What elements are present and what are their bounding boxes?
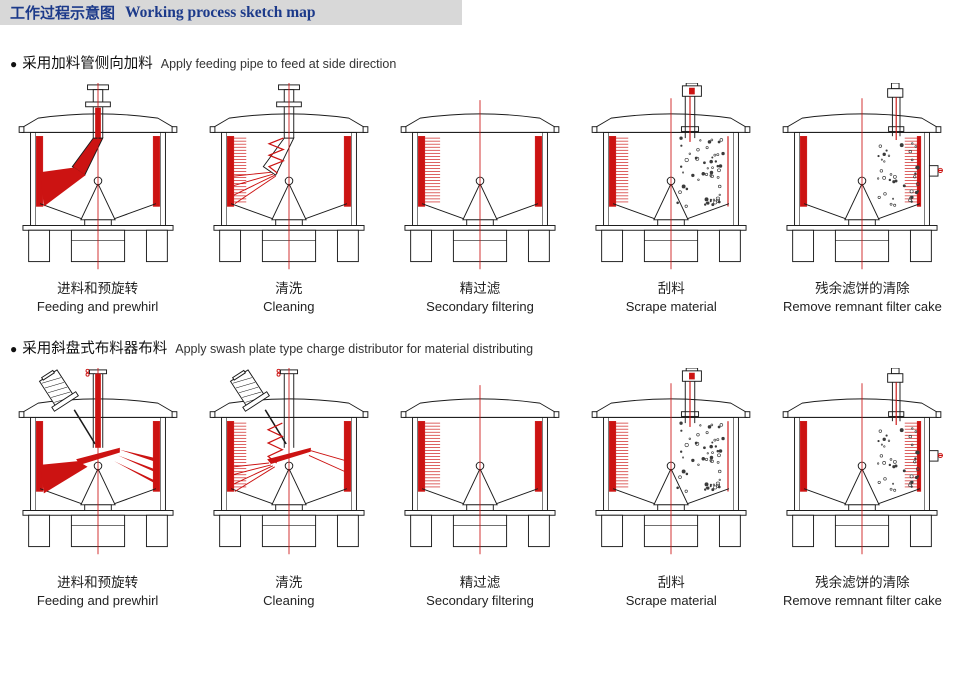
centrifuge-diagram-filtering — [399, 83, 561, 273]
caption-en: Scrape material — [625, 298, 717, 314]
section-side-feeding: ● 采用加料管侧向加料 Apply feeding pipe to feed a… — [0, 52, 960, 315]
centrifuge-diagram-remnant — [781, 82, 944, 273]
section-heading-en: Apply feeding pipe to feed at side direc… — [160, 57, 397, 71]
process-step-feeding-prewhirl: 进料和预旋转 Feeding and prewhirl — [2, 368, 193, 609]
caption-en: Feeding and prewhirl — [36, 298, 159, 314]
caption-en: Cleaning — [263, 593, 315, 608]
step-caption: 清洗 Cleaning — [193, 575, 384, 609]
centrifuge-diagram-filtering — [399, 368, 561, 558]
bullet-icon: ● — [10, 57, 18, 71]
step-caption: 残余滤饼的清除 Remove remnant filter cake — [767, 575, 958, 609]
bullet-icon: ● — [10, 342, 18, 357]
caption-zh: 精过滤 — [459, 575, 501, 591]
caption-zh: 刮料 — [657, 281, 685, 296]
step-caption: 清洗 Cleaning — [193, 281, 384, 315]
process-step-secondary-filtering: 精过滤 Secondary filtering — [384, 83, 575, 315]
process-step-remove-remnant: 残余滤饼的清除 Remove remnant filter cake — [767, 367, 958, 609]
step-caption: 精过滤 Secondary filtering — [384, 281, 575, 315]
step-caption: 进料和预旋转 Feeding and prewhirl — [2, 575, 193, 609]
caption-en: Secondary filtering — [426, 593, 534, 608]
centrifuge-diagram-feeding-side — [17, 83, 179, 273]
process-step-remove-remnant: 残余滤饼的清除 Remove remnant filter cake — [767, 82, 958, 315]
title-bar: 工作过程示意图 Working process sketch map — [0, 0, 462, 25]
centrifuge-diagram-remnant — [781, 367, 944, 558]
centrifuge-diagram-feeding-swash — [17, 368, 179, 558]
caption-zh: 进料和预旋转 — [57, 575, 139, 591]
caption-zh: 清洗 — [275, 575, 303, 591]
page-title-en: Working process sketch map — [125, 3, 316, 21]
centrifuge-diagram-scrape — [590, 367, 752, 558]
step-caption: 刮料 Scrape material — [576, 575, 767, 609]
caption-zh: 进料和预旋转 — [57, 281, 139, 296]
section-heading: ● 采用加料管侧向加料 Apply feeding pipe to feed a… — [10, 52, 960, 73]
process-row-swash: 进料和预旋转 Feeding and prewhirl 清洗 Cleaning … — [0, 367, 960, 609]
caption-zh: 精过滤 — [459, 281, 501, 296]
step-caption: 进料和预旋转 Feeding and prewhirl — [2, 281, 193, 315]
caption-zh: 清洗 — [275, 281, 303, 296]
step-caption: 刮料 Scrape material — [576, 281, 767, 315]
section-heading-zh: 采用加料管侧向加料 — [22, 56, 153, 72]
process-step-scrape-material: 刮料 Scrape material — [576, 367, 767, 609]
centrifuge-diagram-scrape — [590, 82, 752, 273]
caption-en: Feeding and prewhirl — [36, 593, 159, 608]
process-row-side: 进料和预旋转 Feeding and prewhirl 清洗 Cleaning … — [0, 82, 960, 315]
centrifuge-diagram-cleaning-swash — [208, 368, 370, 558]
centrifuge-diagram-cleaning-side — [208, 83, 370, 273]
section-heading-zh: 采用斜盘式布料器布料 — [22, 341, 168, 358]
caption-en: Secondary filtering — [426, 298, 534, 314]
process-step-feeding-prewhirl: 进料和预旋转 Feeding and prewhirl — [2, 83, 193, 315]
caption-zh: 残余滤饼的清除 — [815, 281, 910, 296]
caption-en: Remove remnant filter cake — [782, 593, 942, 608]
caption-en: Cleaning — [263, 298, 315, 314]
process-step-secondary-filtering: 精过滤 Secondary filtering — [384, 368, 575, 609]
section-swash-plate: ● 采用斜盘式布料器布料 Apply swash plate type char… — [0, 337, 960, 609]
process-step-cleaning: 清洗 Cleaning — [193, 368, 384, 609]
caption-en: Scrape material — [625, 593, 717, 608]
section-heading: ● 采用斜盘式布料器布料 Apply swash plate type char… — [10, 337, 960, 358]
section-heading-en: Apply swash plate type charge distributo… — [175, 342, 534, 357]
caption-zh: 残余滤饼的清除 — [815, 575, 910, 591]
caption-en: Remove remnant filter cake — [782, 298, 942, 314]
page-title-zh: 工作过程示意图 — [10, 5, 116, 22]
process-step-cleaning: 清洗 Cleaning — [193, 83, 384, 315]
page-header: 工作过程示意图 Working process sketch map — [0, 0, 960, 25]
process-step-scrape-material: 刮料 Scrape material — [576, 82, 767, 315]
step-caption: 残余滤饼的清除 Remove remnant filter cake — [767, 281, 958, 315]
step-caption: 精过滤 Secondary filtering — [384, 575, 575, 609]
caption-zh: 刮料 — [657, 575, 685, 591]
